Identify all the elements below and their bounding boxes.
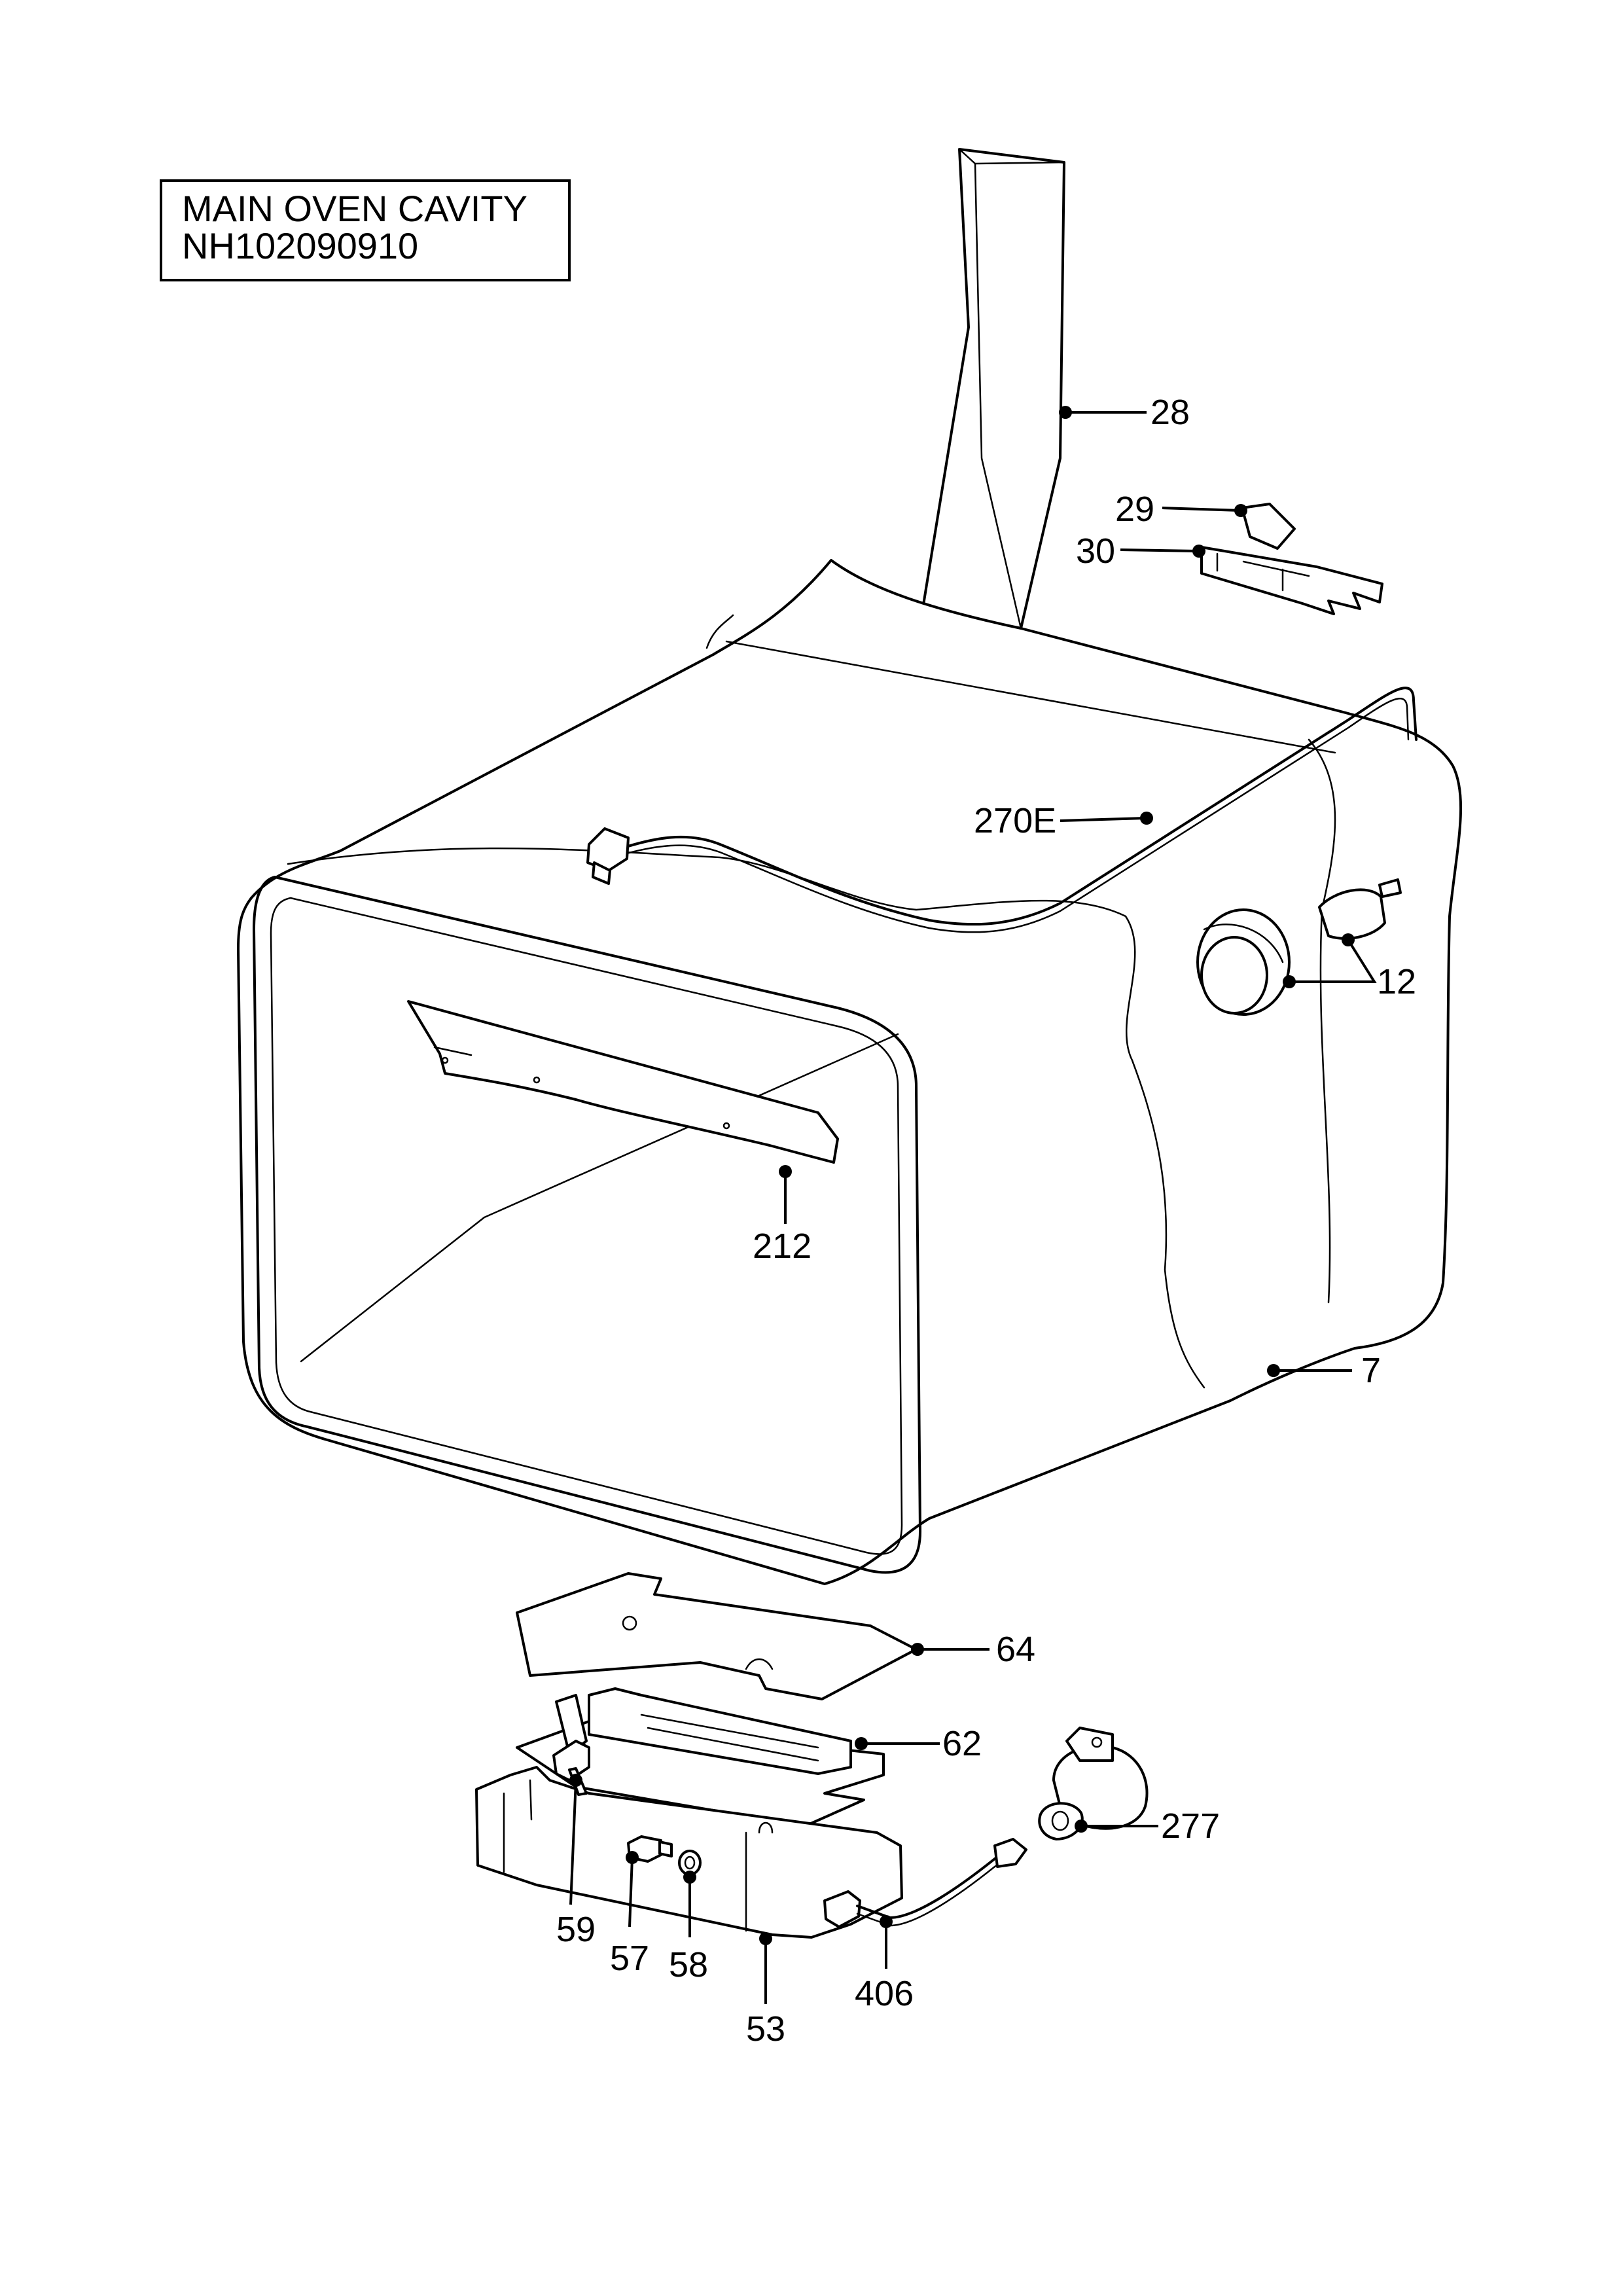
callout-53: 53 — [746, 2009, 785, 2049]
part-oven-cavity — [237, 559, 1463, 1585]
title-box: MAIN OVEN CAVITY NH102090910 — [160, 179, 571, 281]
callout-64: 64 — [996, 1630, 1035, 1669]
part-flue-duct — [921, 148, 1065, 630]
callout-58: 58 — [669, 1945, 708, 1984]
callout-30: 30 — [1076, 531, 1115, 571]
callout-29: 29 — [1115, 490, 1154, 529]
callout-12: 12 — [1377, 962, 1416, 1001]
part-gas-valve — [1038, 1727, 1149, 1840]
callout-406: 406 — [855, 1974, 914, 2013]
part-bracket — [1200, 546, 1383, 615]
part-thermocouple-tube — [586, 687, 1418, 933]
diagram-code: NH102090910 — [182, 225, 418, 266]
part-clip — [1241, 503, 1296, 550]
part-gas-pipe — [823, 1838, 1027, 1928]
leader-lines — [569, 406, 1377, 2004]
callout-57: 57 — [610, 1939, 649, 1978]
callout-28: 28 — [1150, 393, 1190, 432]
part-burner — [516, 1687, 885, 1827]
diagram-title: MAIN OVEN CAVITY — [182, 188, 527, 229]
callout-labels: 28 29 30 270E 12 212 7 64 62 277 59 57 5… — [556, 393, 1416, 2049]
callout-277: 277 — [1161, 1806, 1220, 1846]
part-deflector — [407, 1000, 839, 1164]
part-thermostat-knob — [1196, 878, 1402, 1016]
part-burner-cover — [516, 1572, 918, 1700]
callout-7: 7 — [1361, 1351, 1381, 1390]
callout-212: 212 — [753, 1227, 812, 1266]
callout-59: 59 — [556, 1910, 596, 1949]
callout-62: 62 — [942, 1724, 982, 1763]
callout-270E: 270E — [974, 801, 1056, 840]
